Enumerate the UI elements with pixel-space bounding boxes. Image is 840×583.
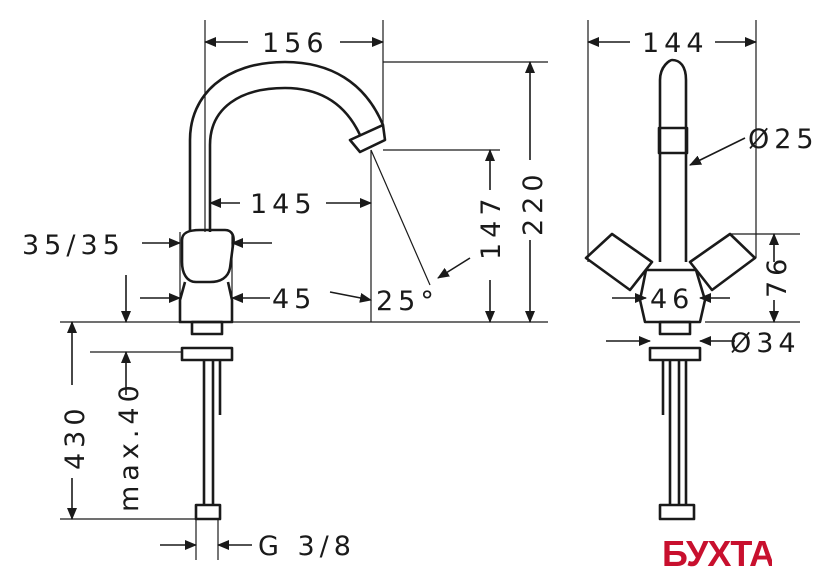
dim-156-label: 156 [262,28,329,59]
valve-body [178,281,234,324]
dim-max40-label: max.40 [114,380,145,512]
hose-fitting [194,503,222,521]
dim-430-label: 430 [60,403,91,470]
base-nut [190,320,224,336]
dim-145-label: 145 [250,189,317,220]
dim-147-label: 147 [476,193,507,260]
spout-tip [348,123,387,154]
front-view [584,58,757,521]
dim-25-deg-label: 25° [376,286,439,317]
dim-thread-label: G 3/8 [258,531,356,562]
front-handle-right [688,232,757,292]
mount-plate [180,346,234,362]
dim-76-label: 76 [762,254,793,298]
spout-inner [208,86,362,232]
spout-outline [188,60,385,232]
handle [180,228,235,284]
front-handle-left [584,232,654,292]
dim-angle-arrow-right [437,257,471,279]
dim-144-label: 144 [642,28,709,59]
dim-dia25-arrow [689,137,746,166]
dim-angle-arrow-left [329,291,372,303]
front-outlet [657,126,689,155]
watermark-logo: БУХТА [662,533,772,574]
front-mount-plate [648,346,702,362]
angle-line [370,149,431,286]
dim-35-35-label: 35/35 [22,230,125,261]
dim-45-label: 45 [272,284,316,315]
front-base-nut [658,320,692,336]
dim-220-label: 220 [518,169,549,236]
watermark-text: БУХТА [662,533,772,574]
dim-dia25-label: Ø25 [748,124,819,155]
dim-dia34-label: Ø34 [730,328,801,359]
front-hose-fitting [658,503,696,521]
dim-46-label: 46 [650,284,694,315]
front-spout [658,58,688,262]
